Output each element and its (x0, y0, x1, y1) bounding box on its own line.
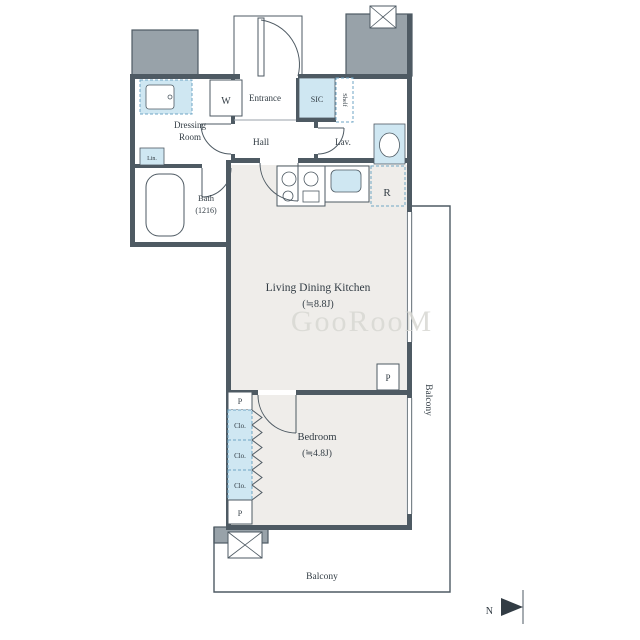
label-lavatory: Lav. (335, 137, 351, 147)
wall-top-left (130, 74, 240, 79)
vent-box-top-cross (369, 5, 397, 29)
wall-ldk-bedroom-right (296, 390, 407, 395)
label-bedroom: Bedroom (297, 432, 336, 443)
pipe-space-ldk-box (376, 363, 400, 391)
wall-lav-left-upper (314, 122, 318, 128)
window-bedroom (406, 398, 413, 514)
sic-box (298, 77, 336, 119)
shelf-box (335, 77, 354, 123)
pipe-space-bottom-box (227, 499, 253, 525)
entrance-door-leaf (257, 17, 265, 77)
linen-box (139, 147, 165, 166)
label-washer: W (221, 96, 231, 107)
window-ldk-body (406, 212, 413, 342)
label-balcony-right: Balcony (423, 384, 433, 416)
balcony-outline (213, 205, 451, 593)
lavatory-door (317, 127, 345, 155)
label-bedroom-size: (≒4.8J) (302, 448, 332, 459)
kitchen-fixtures (276, 165, 406, 207)
wall-dressing-bath (132, 164, 202, 168)
vent-box-top (369, 5, 397, 29)
washer-box (209, 79, 243, 117)
wall-left (130, 74, 135, 247)
wall-sic-left (296, 78, 299, 118)
label-bath: Bath (198, 193, 215, 203)
outdoor-unit-box (227, 531, 263, 559)
stove-burner-icon (282, 190, 294, 202)
label-pipe-bottom: P (238, 509, 243, 518)
wall-lav-left-lower (314, 154, 318, 163)
stove-burner-icon (303, 171, 319, 187)
closet-box (227, 469, 253, 501)
label-shelf: Shelf (341, 93, 348, 108)
label-sic: SIC (311, 95, 323, 104)
label-balcony-bottom: Balcony (306, 572, 338, 582)
lav-bowl (379, 132, 400, 158)
entrance-door-swing (260, 19, 300, 77)
lavatory-fixtures (373, 123, 406, 165)
label-pipe-ldk: P (385, 373, 390, 383)
bath-door (201, 167, 232, 198)
label-pipe-top: P (238, 397, 243, 406)
north-indicator: N (486, 590, 524, 624)
watermark-text: GooRooM (291, 305, 433, 338)
window-ldk (406, 212, 413, 342)
kitchen-sink (330, 169, 362, 193)
label-dressing-line2: Room (179, 132, 201, 142)
label-hall: Hall (253, 138, 270, 148)
closet-folding-doors (251, 409, 263, 501)
refrigerator-space (370, 165, 406, 207)
closet-column (227, 391, 263, 525)
wall-hall-ldk (231, 158, 260, 163)
wall-lav-kitchen (298, 158, 412, 163)
label-dressing-line1: Dressing (174, 120, 206, 130)
window-bedroom-body (406, 398, 413, 514)
entrance-porch-outline (233, 15, 303, 74)
vanity-sink (145, 84, 175, 110)
wall-top-right (298, 74, 412, 79)
label-entrance: Entrance (249, 93, 281, 103)
wall-sic-bottom (296, 118, 336, 122)
vanity-faucet-icon (167, 94, 173, 100)
dressing-door (200, 123, 232, 155)
label-linen: Lin. (147, 156, 157, 162)
label-closet-1: Clo. (234, 422, 246, 430)
label-bath-size: (1216) (195, 206, 217, 215)
wall-bath-bottom (130, 242, 231, 247)
doors (200, 17, 345, 434)
structure-block-top-left (131, 29, 199, 77)
label-refrigerator: R (383, 187, 391, 199)
north-arrow-icon (501, 598, 523, 616)
stove-grill-icon (302, 190, 320, 203)
wall-bedroom-bottom (226, 525, 412, 530)
entrance-porch (235, 16, 301, 74)
ldk-door (259, 162, 299, 202)
label-ldk: Living Dining Kitchen (266, 282, 371, 294)
stove-burner-icon (281, 171, 297, 187)
dressing-room-fixtures (139, 79, 243, 166)
outdoor-unit-cross (227, 531, 263, 559)
label-ldk-size: (≒8.8J) (302, 299, 333, 310)
bedroom-door (257, 394, 297, 434)
wall-ldk-left (226, 160, 231, 530)
label-closet-2: Clo. (234, 452, 246, 460)
label-closet-3: Clo. (234, 482, 246, 490)
label-north: N (486, 606, 493, 617)
stove-unit (276, 165, 326, 207)
bathtub (145, 173, 185, 237)
